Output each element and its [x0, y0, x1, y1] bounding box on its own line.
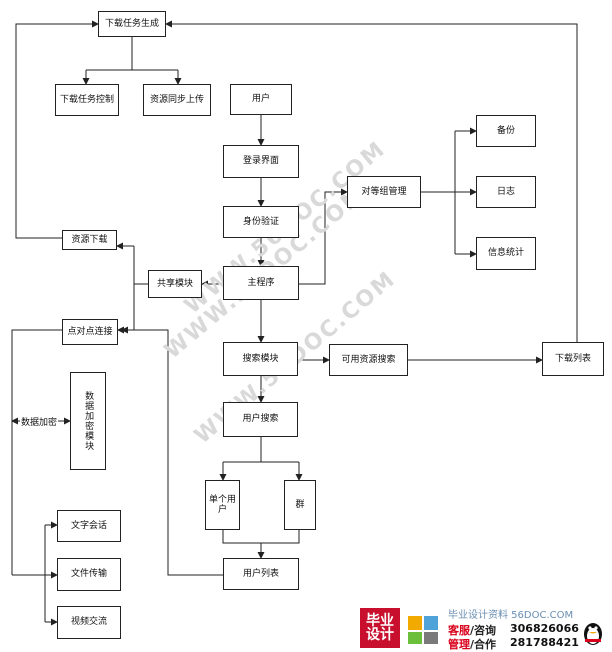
puzzle-icon	[408, 616, 438, 644]
node-main-program: 主程序	[223, 266, 299, 300]
node-download-task-gen: 下载任务生成	[98, 11, 166, 37]
node-resource-sync-upload: 资源同步上传	[143, 84, 211, 116]
node-auth: 身份验证	[223, 206, 299, 238]
node-download-task-control: 下载任务控制	[55, 84, 119, 116]
node-user-search: 用户搜索	[223, 402, 298, 437]
edge-download-to-taskgen	[15, 20, 99, 239]
node-text-chat: 文字会话	[57, 510, 121, 542]
edge-p2p-bus	[11, 329, 62, 575]
node-backup: 备份	[476, 115, 536, 147]
node-peer-group-manage: 对等组管理	[347, 176, 421, 208]
footer-service-number: 306826066	[510, 622, 579, 635]
footer-branding: 毕业设计 毕业设计资料 56DOC.COM 客服/咨询 306826066 管理…	[360, 606, 610, 651]
edge-usersearch-split	[223, 437, 299, 463]
node-user: 用户	[230, 84, 292, 115]
footer-site: 毕业设计资料 56DOC.COM	[448, 610, 574, 621]
node-p2p-connect: 点对点连接	[62, 319, 118, 345]
node-single-user: 单个用户	[205, 480, 240, 530]
footer-manage-number: 281788421	[510, 636, 579, 649]
site-logo: 毕业设计	[360, 608, 400, 648]
node-search-module: 搜索模块	[223, 342, 298, 376]
edge-peergroup-split	[421, 131, 456, 254]
edge-taskgen-to-children	[86, 37, 178, 71]
edge-share-trunk	[133, 246, 148, 330]
footer-manage-row: 管理/合作	[448, 638, 497, 651]
edge-label-data-encrypt: 数据加密	[20, 415, 59, 428]
node-available-resource-search: 可用资源搜索	[329, 344, 408, 376]
node-data-encrypt-module: 数据加密模块	[70, 372, 106, 470]
node-info-stats: 信息统计	[476, 237, 536, 270]
node-resource-download: 资源下载	[62, 230, 117, 250]
edge-userlist-p2p	[121, 326, 223, 576]
node-video-chat: 视频交流	[57, 606, 121, 639]
node-user-list: 用户列表	[223, 558, 299, 590]
edge-merge-userlist	[222, 530, 300, 558]
node-file-transfer: 文件传输	[57, 558, 121, 591]
node-login: 登录界面	[223, 145, 299, 178]
footer-service-row: 客服/咨询	[448, 624, 497, 637]
penguin-icon	[584, 623, 602, 645]
node-group: 群	[284, 480, 316, 530]
node-log: 日志	[476, 176, 536, 208]
node-download-list: 下载列表	[542, 342, 604, 376]
node-share-module: 共享模块	[148, 270, 202, 298]
edge-downloadlist-taskgen	[165, 20, 578, 342]
edge-main-peergroup	[299, 188, 348, 285]
